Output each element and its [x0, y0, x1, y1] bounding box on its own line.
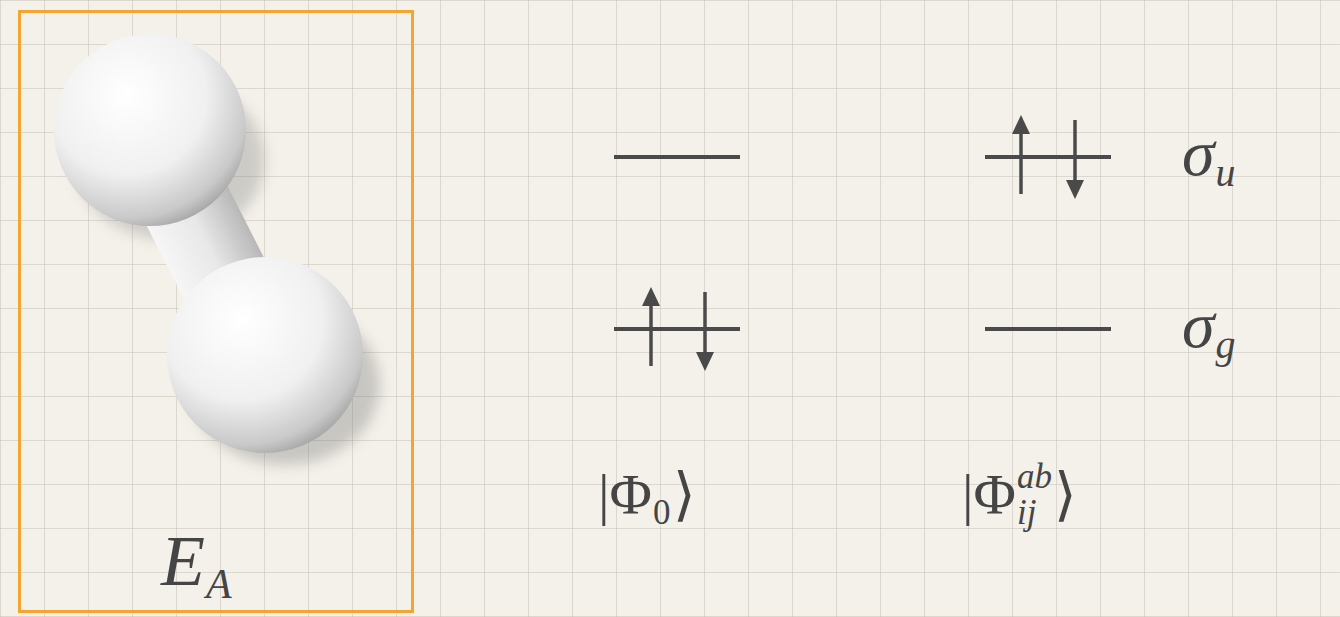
energy-symbol: E: [161, 525, 205, 597]
state-ket: ⟩: [1054, 466, 1077, 524]
orbital-symmetry: u: [1216, 153, 1236, 193]
state-ket: ⟩: [673, 466, 696, 524]
energy-subscript: A: [206, 563, 232, 605]
state-index: 0: [653, 495, 671, 530]
electron-arrows: [642, 115, 1084, 371]
orbital-symbol: σ: [1182, 120, 1215, 186]
molecule-frame: EA: [18, 10, 414, 613]
state-ket: |Φ: [962, 466, 1016, 524]
h2-molecule: [54, 34, 380, 465]
energy-levels: [614, 157, 1111, 329]
state-ket: |Φ: [598, 466, 652, 524]
virtual-indices: ab: [1017, 459, 1052, 494]
orbital-symmetry: g: [1216, 325, 1236, 365]
occupied-indices: ij: [1017, 495, 1036, 530]
orbital-symbol: σ: [1182, 292, 1215, 358]
